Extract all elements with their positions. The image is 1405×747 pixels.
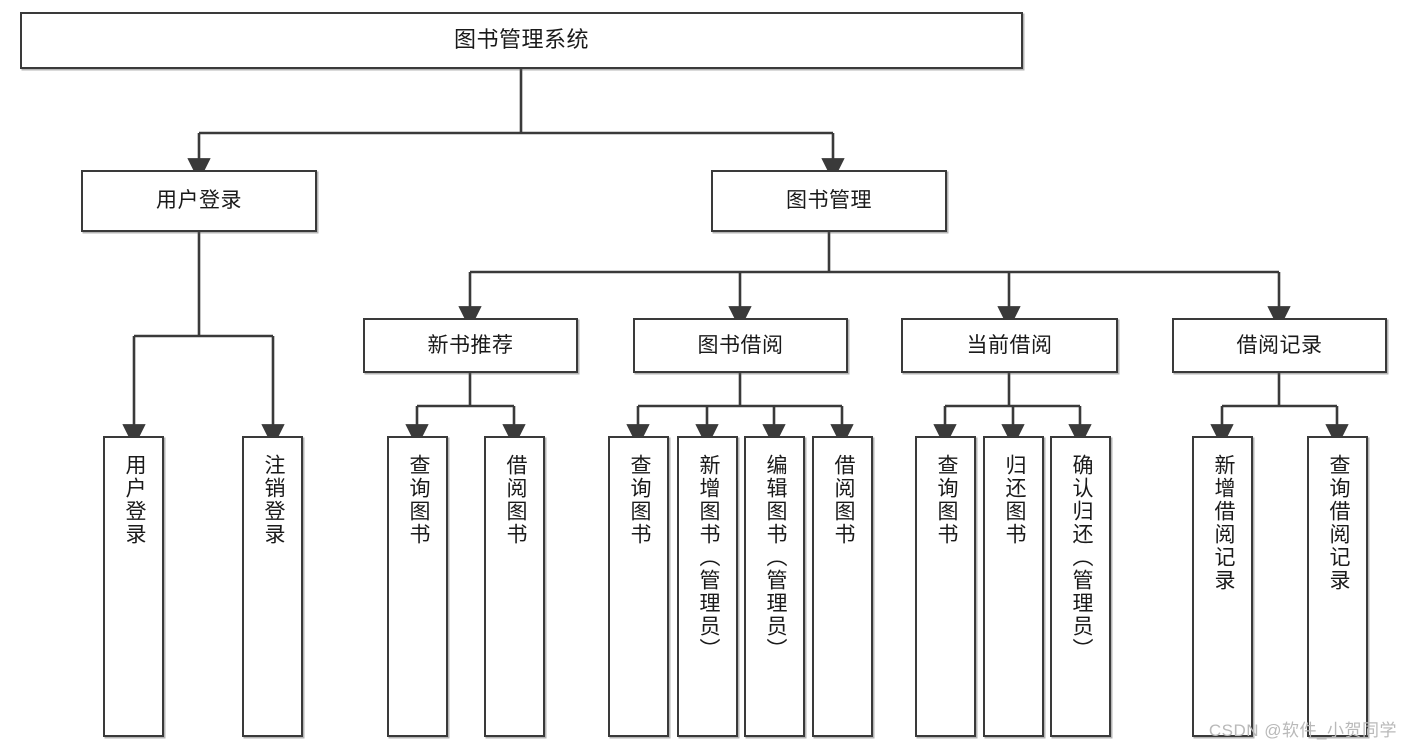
node-label: 注销登录 <box>261 454 285 546</box>
leaf-new-book-query-book[interactable]: 查询图书 <box>387 436 448 737</box>
node-user-login[interactable]: 用户登录 <box>81 170 317 232</box>
node-label: 查询图书 <box>627 454 651 546</box>
leaf-borrow-record-add-record[interactable]: 新增借阅记录 <box>1192 436 1253 737</box>
node-book-borrow[interactable]: 图书借阅 <box>633 318 848 373</box>
node-new-book-recommend[interactable]: 新书推荐 <box>363 318 578 373</box>
leaf-book-borrow-query-book[interactable]: 查询图书 <box>608 436 669 737</box>
node-borrow-record[interactable]: 借阅记录 <box>1172 318 1387 373</box>
node-label: 查询图书 <box>934 454 958 546</box>
node-book-management[interactable]: 图书管理 <box>711 170 947 232</box>
leaf-book-borrow-edit-book[interactable]: 编辑图书（管理员） <box>744 436 805 737</box>
leaf-book-borrow-borrow-book[interactable]: 借阅图书 <box>812 436 873 737</box>
node-label: 查询图书 <box>406 454 430 546</box>
node-label: 确认归还（管理员） <box>1069 454 1093 661</box>
node-label: 图书管理 <box>786 189 872 213</box>
node-label: 图书管理系统 <box>453 27 589 53</box>
leaf-book-borrow-add-book[interactable]: 新增图书（管理员） <box>677 436 738 737</box>
node-label: 用户登录 <box>156 189 242 213</box>
node-label: 借阅图书 <box>831 454 855 546</box>
leaf-user-login-login[interactable]: 用户登录 <box>103 436 164 737</box>
leaf-borrow-record-query-record[interactable]: 查询借阅记录 <box>1307 436 1368 737</box>
node-label: 图书借阅 <box>697 333 784 357</box>
node-label: 用户登录 <box>122 454 146 546</box>
node-current-borrow[interactable]: 当前借阅 <box>901 318 1118 373</box>
leaf-new-book-borrow-book[interactable]: 借阅图书 <box>484 436 545 737</box>
node-label: 归还图书 <box>1002 454 1026 546</box>
node-label: 当前借阅 <box>966 333 1053 357</box>
node-label: 查询借阅记录 <box>1326 454 1350 592</box>
node-root-book-management-system[interactable]: 图书管理系统 <box>20 12 1023 69</box>
leaf-user-login-logout[interactable]: 注销登录 <box>242 436 303 737</box>
node-label: 借阅记录 <box>1236 333 1323 357</box>
leaf-current-borrow-return-book[interactable]: 归还图书 <box>983 436 1044 737</box>
leaf-current-borrow-confirm-return[interactable]: 确认归还（管理员） <box>1050 436 1111 737</box>
csdn-watermark: CSDN @软件_小贺同学 <box>1208 721 1397 740</box>
leaf-current-borrow-query-book[interactable]: 查询图书 <box>915 436 976 737</box>
node-label: 编辑图书（管理员） <box>763 454 787 661</box>
node-label: 新增图书（管理员） <box>696 454 720 661</box>
node-label: 新增借阅记录 <box>1211 454 1235 592</box>
node-label: 新书推荐 <box>427 333 514 357</box>
node-label: 借阅图书 <box>503 454 527 546</box>
